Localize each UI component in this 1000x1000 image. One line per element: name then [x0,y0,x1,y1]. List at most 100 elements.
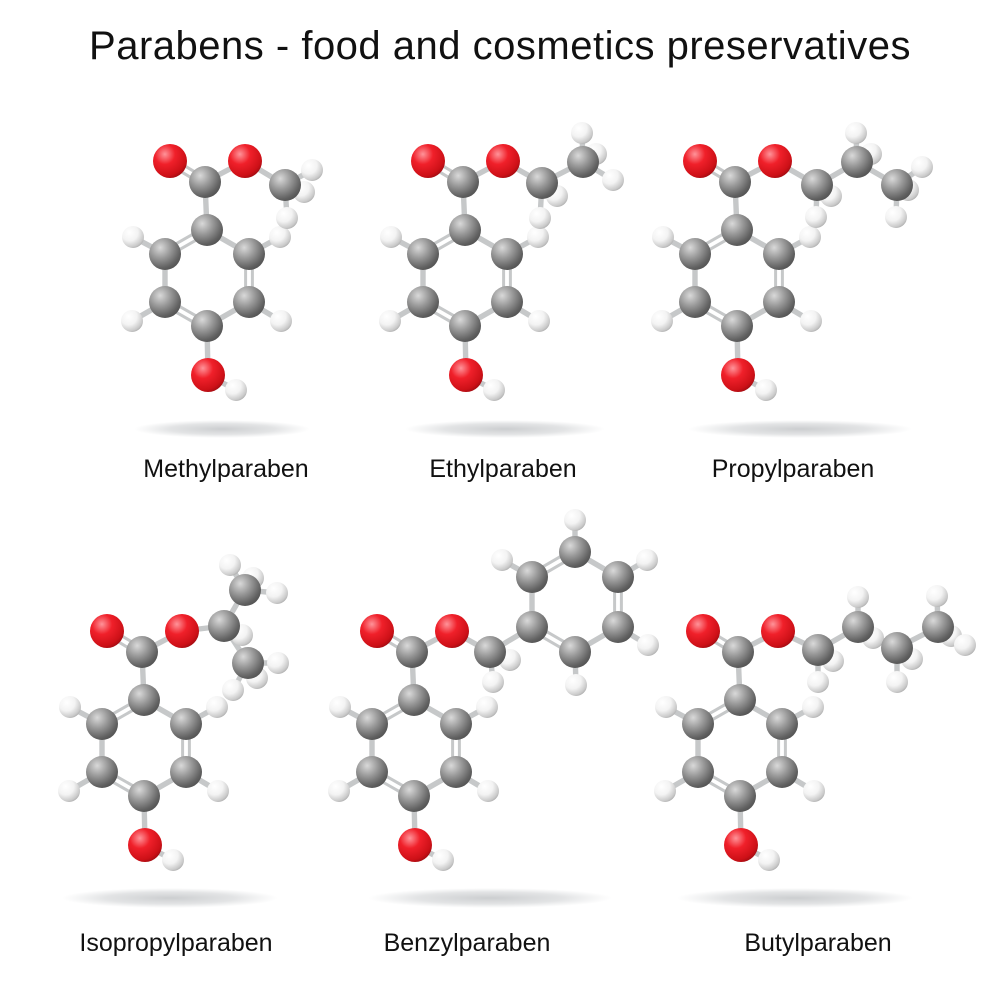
molecule-label-propylparaben: Propylparaben [711,455,875,483]
molecule-shadow [405,420,605,438]
atom-carbon [269,169,301,201]
molecule-label-methylparaben: Methylparaben [143,455,309,483]
atom-hydrogen [162,849,184,871]
molecule-methylparaben [121,144,323,438]
atom-carbon [191,310,223,342]
atom-hydrogen [799,226,821,248]
molecule-benzylparaben [328,509,659,908]
atom-hydrogen [482,671,504,693]
atom-oxygen [758,144,792,178]
atom-carbon [126,636,158,668]
atom-oxygen [360,614,394,648]
atom-hydrogen [476,696,498,718]
atom-oxygen [191,358,225,392]
atom-hydrogen [755,379,777,401]
atom-carbon [679,238,711,270]
molecule-butylparaben [654,585,976,908]
atom-carbon [602,611,634,643]
atom-hydrogen [565,674,587,696]
molecule-label-ethylparaben: Ethylparaben [429,455,577,483]
atom-carbon [233,238,265,270]
atom-hydrogen [651,310,673,332]
atom-hydrogen [276,207,298,229]
atom-hydrogen [266,582,288,604]
atom-carbon [881,632,913,664]
atom-carbon [679,286,711,318]
atom-carbon [766,708,798,740]
atom-carbon [407,238,439,270]
atom-carbon [881,169,913,201]
atom-hydrogen [845,122,867,144]
atom-hydrogen [122,226,144,248]
atom-carbon [766,756,798,788]
atom-carbon [842,611,874,643]
atom-carbon [559,636,591,668]
atom-carbon [491,238,523,270]
molecule-propylparaben [651,122,933,438]
atom-hydrogen [207,780,229,802]
atom-hydrogen [529,207,551,229]
atom-carbon [763,286,795,318]
molecule-shadow [688,420,912,438]
atom-carbon [398,684,430,716]
atom-hydrogen [219,554,241,576]
atom-carbon [721,310,753,342]
atom-carbon [526,167,558,199]
atom-carbon [232,647,264,679]
atom-hydrogen [654,780,676,802]
atom-carbon [447,166,479,198]
atom-carbon [356,708,388,740]
atom-carbon [922,611,954,643]
atom-carbon [722,636,754,668]
atom-oxygen [721,358,755,392]
molecule-shadow [134,420,310,438]
page-title: Parabens - food and cosmetics preservati… [89,24,911,68]
atom-hydrogen [269,226,291,248]
atom-carbon [149,238,181,270]
atom-carbon [721,214,753,246]
molecule-shadow [368,888,612,908]
atom-carbon [128,684,160,716]
atom-hydrogen [655,696,677,718]
atom-oxygen [411,144,445,178]
atom-hydrogen [527,226,549,248]
atom-carbon [170,756,202,788]
atom-carbon [801,169,833,201]
atom-carbon [449,310,481,342]
atom-carbon [208,610,240,642]
atom-hydrogen [602,169,624,191]
atom-oxygen [398,828,432,862]
atom-carbon [841,146,873,178]
atom-hydrogen [911,156,933,178]
atom-hydrogen [564,509,586,531]
atom-hydrogen [636,549,658,571]
atom-hydrogen [267,652,289,674]
atom-oxygen [683,144,717,178]
atom-oxygen [724,828,758,862]
atom-carbon [802,634,834,666]
atom-hydrogen [379,310,401,332]
atom-hydrogen [477,780,499,802]
molecule-label-isopropylparaben: Isopropylparaben [79,929,273,957]
atom-hydrogen [206,696,228,718]
atom-carbon [724,780,756,812]
atom-hydrogen [528,310,550,332]
atom-carbon [86,756,118,788]
atom-hydrogen [483,379,505,401]
molecule-label-butylparaben: Butylparaben [744,929,892,957]
atom-carbon [233,286,265,318]
atom-carbon [724,684,756,716]
atom-oxygen [90,614,124,648]
atom-hydrogen [222,679,244,701]
atom-carbon [149,286,181,318]
atom-hydrogen [652,226,674,248]
atom-carbon [682,756,714,788]
atom-hydrogen [802,696,824,718]
atom-carbon [86,708,118,740]
atom-carbon [516,561,548,593]
atom-oxygen [486,144,520,178]
atom-carbon [440,708,472,740]
atom-hydrogen [800,310,822,332]
atom-hydrogen [380,226,402,248]
